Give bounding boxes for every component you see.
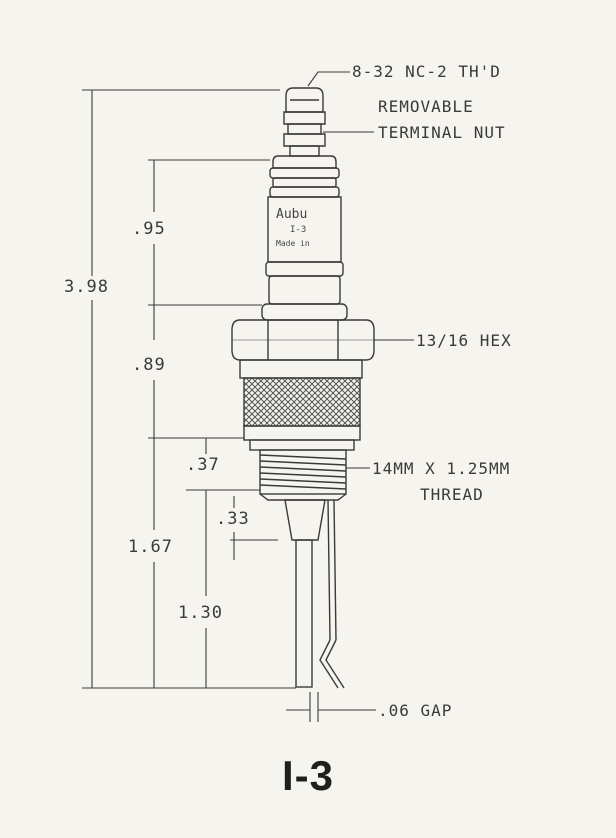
callout-thread-size: 14MM X 1.25MM: [372, 459, 510, 478]
insulator-origin: Made in: [276, 239, 310, 248]
callout-gap: .06 GAP: [378, 701, 452, 720]
callout-thread-label: THREAD: [420, 485, 484, 504]
callout-thread-top: 8-32 NC-2 TH'D: [352, 62, 501, 81]
insulator-model: I-3: [290, 225, 306, 235]
callout-leaders: [307, 71, 414, 469]
callout-terminal-nut: TERMINAL NUT: [378, 123, 506, 142]
hex-nut: [231, 319, 375, 361]
dim-033: .33: [216, 509, 250, 529]
model-title: I-3: [281, 752, 334, 799]
dim-167: 1.67: [128, 537, 173, 557]
dim-095: .95: [132, 219, 166, 239]
dim-089: .89: [132, 355, 166, 375]
callout-removable: REMOVABLE: [378, 97, 474, 116]
shell-body: [239, 359, 363, 451]
insulator-brand: Aubu: [276, 207, 307, 222]
dimension-lines: [82, 89, 376, 722]
insulator: [261, 155, 348, 321]
dim-130: 1.30: [178, 603, 223, 623]
electrode-assembly: [284, 499, 345, 689]
terminal-nut: [283, 87, 326, 157]
dim-overall: 3.98: [64, 277, 109, 297]
callout-hex: 13/16 HEX: [416, 331, 512, 350]
dim-037: .37: [186, 455, 220, 475]
threaded-section: [259, 449, 347, 501]
